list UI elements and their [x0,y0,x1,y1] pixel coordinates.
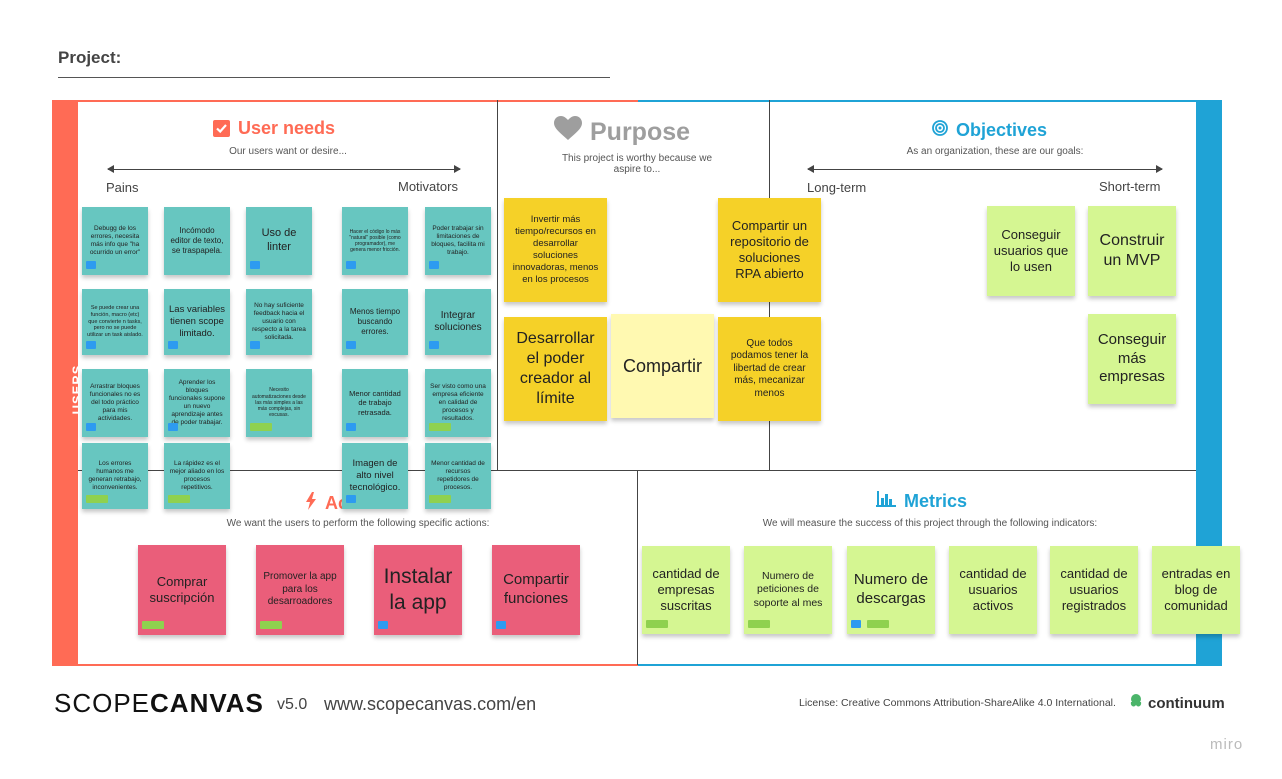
user-needs-title-text: User needs [238,118,336,138]
users-bar [52,100,78,666]
sticky-note[interactable]: Instalar la app [374,545,462,635]
sticky-note[interactable]: La rápidez es el mejor aliado en los pro… [164,443,230,509]
sticky-note[interactable]: Compartir un repositorio de soluciones R… [718,198,821,302]
sticky-note[interactable]: Integrar soluciones [425,289,491,355]
version-label: v5.0 [277,696,308,713]
sticky-note[interactable]: Menor cantidad de recursos repetidores d… [425,443,491,509]
website-link[interactable]: www.scopecanvas.com/en [324,694,537,714]
sticky-note[interactable]: cantidad de usuarios activos [949,546,1037,634]
sticky-note[interactable]: Numero de descargas [847,546,935,634]
continuum-icon [1128,693,1144,713]
sticky-note[interactable]: Invertir más tiempo/recursos en desarrol… [504,198,607,302]
sticky-note[interactable]: entradas en blog de comunidad [1152,546,1240,634]
sticky-note[interactable]: cantidad de empresas suscritas [642,546,730,634]
bar-chart-icon [876,491,896,512]
project-name-line[interactable] [58,77,610,78]
long-term-label: Long-term [807,180,867,195]
sticky-note[interactable]: Se puede crear una función, macro (etc) … [82,289,148,355]
heart-icon [554,116,582,148]
lightning-icon [305,492,317,515]
sticky-note[interactable]: Hacer el código lo más "natural" posible… [342,207,408,275]
miro-watermark: miro [1210,736,1244,753]
sticky-note[interactable]: cantidad de usuarios registrados [1050,546,1138,634]
short-term-label: Short-term [1099,179,1161,194]
bottom-border-org [638,664,1196,666]
sticky-note[interactable]: Conseguir usuarios que lo usen [987,206,1075,296]
top-border-users [78,100,638,102]
sticky-note[interactable]: Compartir [611,314,714,418]
user-needs-subtitle: Our users want or desire... [229,146,347,157]
license-text: License: Creative Commons Attribution-Sh… [799,697,1116,709]
bottom-border-users [78,664,638,666]
metrics-title: Metrics [876,491,967,512]
scopecanvas-logo: SCOPECANVAS [54,688,264,718]
sticky-note[interactable]: Poder trabajar sin limitaciones de bloqu… [425,207,491,275]
purpose-title: Purpose [554,116,690,148]
metrics-subtitle: We will measure the success of this proj… [762,518,1098,529]
objectives-title: Objectives [932,120,1047,141]
continuum-logo: continuum [1128,693,1225,713]
sticky-note[interactable]: No hay suficiente feedback hacia el usua… [246,289,312,355]
sticky-note[interactable]: Debugg de los errores, necesita más info… [82,207,148,275]
metrics-title-text: Metrics [904,491,968,511]
users-bar-label: USERS [69,364,85,415]
sticky-note[interactable]: Conseguir más empresas [1088,314,1176,404]
purpose-subtitle: This project is worthy because we aspire… [561,153,713,175]
sticky-note[interactable]: Aprender los bloques funcionales supone … [164,369,230,437]
divider-needs-purpose [497,100,498,471]
purpose-title-text: Purpose [590,117,691,146]
sticky-note[interactable]: Ser visto como una empresa eficiente en … [425,369,491,437]
top-border-org [638,100,1196,102]
checkbox-icon [213,120,230,137]
sticky-note[interactable]: Imagen de alto nivel tecnológico. [342,443,408,509]
sticky-note[interactable]: Comprar suscripción [138,545,226,635]
sticky-note[interactable]: Necesito automatizaciones desde las más … [246,369,312,437]
sticky-note[interactable]: Construir un MVP [1088,206,1176,296]
project-label: Project: [58,48,122,67]
target-icon [932,120,948,141]
sticky-note[interactable]: Uso de linter [246,207,312,275]
motivators-label: Motivators [398,179,458,194]
objectives-axis-arrow [807,165,1163,173]
sticky-note[interactable]: Promover la app para los desarroadores [256,545,344,635]
organization-bar-label: ORGANIZATION [1244,333,1260,446]
divider-actions-metrics [637,470,638,665]
actions-subtitle: We want the users to perform the followi… [226,518,490,529]
sticky-note[interactable]: Desarrollar el poder creador al límite [504,317,607,421]
sticky-note[interactable]: Que todos podamos tener la libertad de c… [718,317,821,421]
sticky-note[interactable]: Menor cantidad de trabajo retrasada. [342,369,408,437]
sticky-note[interactable]: Incómodo editor de texto, se traspapela. [164,207,230,275]
sticky-note[interactable]: Arrastrar bloques funcionales no es del … [82,369,148,437]
user-needs-axis-arrow [107,165,461,173]
sticky-note[interactable]: Los errores humanos me generan retrabajo… [82,443,148,509]
objectives-title-text: Objectives [956,120,1048,140]
sticky-note[interactable]: Menos tiempo buscando errores. [342,289,408,355]
sticky-note[interactable]: Compartir funciones [492,545,580,635]
objectives-subtitle: As an organization, these are our goals: [906,146,1084,157]
pains-label: Pains [106,180,139,195]
sticky-note[interactable]: Las variables tienen scope limitado. [164,289,230,355]
sticky-note[interactable]: Numero de peticiones de soporte al mes [744,546,832,634]
user-needs-title: User needs [213,118,335,139]
